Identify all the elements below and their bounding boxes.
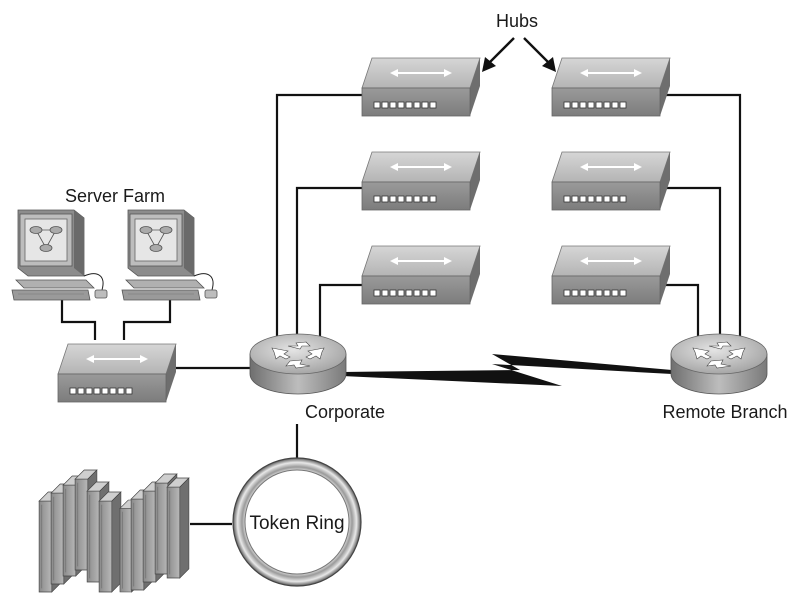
server-farm-hub-icon	[57, 343, 177, 403]
remote-hub-2-hub-icon	[551, 151, 671, 211]
server-1-workstation-icon	[11, 209, 108, 301]
hubs-pointer-arrows	[482, 37, 556, 72]
remote-hub-3-hub-icon	[551, 245, 671, 305]
token-ring-icon	[232, 457, 362, 587]
corporate-label: Corporate	[305, 402, 385, 422]
server-farm-label: Server Farm	[65, 186, 165, 206]
wire-corporate-hub-2	[295, 186, 365, 343]
wire-corporate-hub-3	[318, 283, 365, 340]
corporate-hub-2-hub-icon	[361, 151, 481, 211]
mainframe-icon	[38, 469, 190, 593]
token-ring-label: Token Ring	[249, 513, 344, 534]
server-2-workstation-icon	[121, 209, 218, 301]
hubs-label: Hubs	[496, 11, 538, 31]
wan-link-lightning-icon	[342, 354, 672, 386]
wire-remote-hub-2	[660, 186, 722, 340]
corporate-hub-1-hub-icon	[361, 57, 481, 117]
remote-hub-1-hub-icon	[551, 57, 671, 117]
remote-branch-router-icon	[670, 333, 768, 395]
wire-remote-hub-1	[655, 93, 742, 344]
wire-remote-hub-3	[660, 283, 700, 338]
corporate-hub-3-hub-icon	[361, 245, 481, 305]
wire-server-2	[122, 300, 172, 340]
remote-branch-label: Remote Branch	[662, 402, 787, 422]
wire-server-1	[60, 300, 97, 340]
corporate-router-icon	[249, 333, 347, 395]
wire-corporate-hub-1	[275, 93, 365, 348]
wires	[60, 93, 742, 526]
